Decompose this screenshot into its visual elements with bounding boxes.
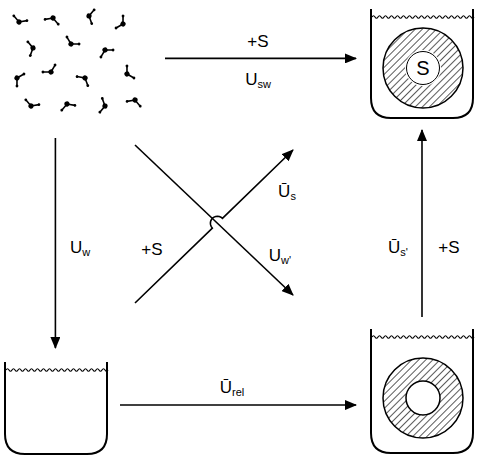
energy-label: +S	[139, 241, 164, 260]
water-beaker	[2, 358, 110, 456]
process-arrow	[55, 138, 57, 348]
node-label: S	[416, 58, 429, 78]
vapor-molecules	[5, 8, 145, 120]
energy-label: Ūs'	[386, 239, 410, 258]
energy-label: Ūs	[276, 183, 298, 202]
process-arrow	[135, 150, 293, 303]
solute-sphere: S	[406, 51, 440, 85]
process-arrow	[135, 145, 293, 295]
energy-label: +S	[245, 33, 270, 52]
beaker-drawing	[2, 358, 110, 456]
energy-label: Uw'	[267, 247, 293, 266]
energy-label: Uw	[68, 239, 92, 258]
molecule-drawing	[5, 8, 145, 120]
process-arrow	[421, 130, 423, 317]
solution-beaker: S	[368, 5, 476, 120]
beaker-drawing	[368, 325, 476, 455]
energy-label: Usw	[243, 71, 273, 90]
process-arrow	[120, 404, 356, 406]
energy-label: Ūrel	[218, 379, 247, 398]
process-arrow	[165, 58, 356, 60]
energy-label: +S	[436, 239, 461, 258]
cavity-beaker	[368, 325, 476, 455]
